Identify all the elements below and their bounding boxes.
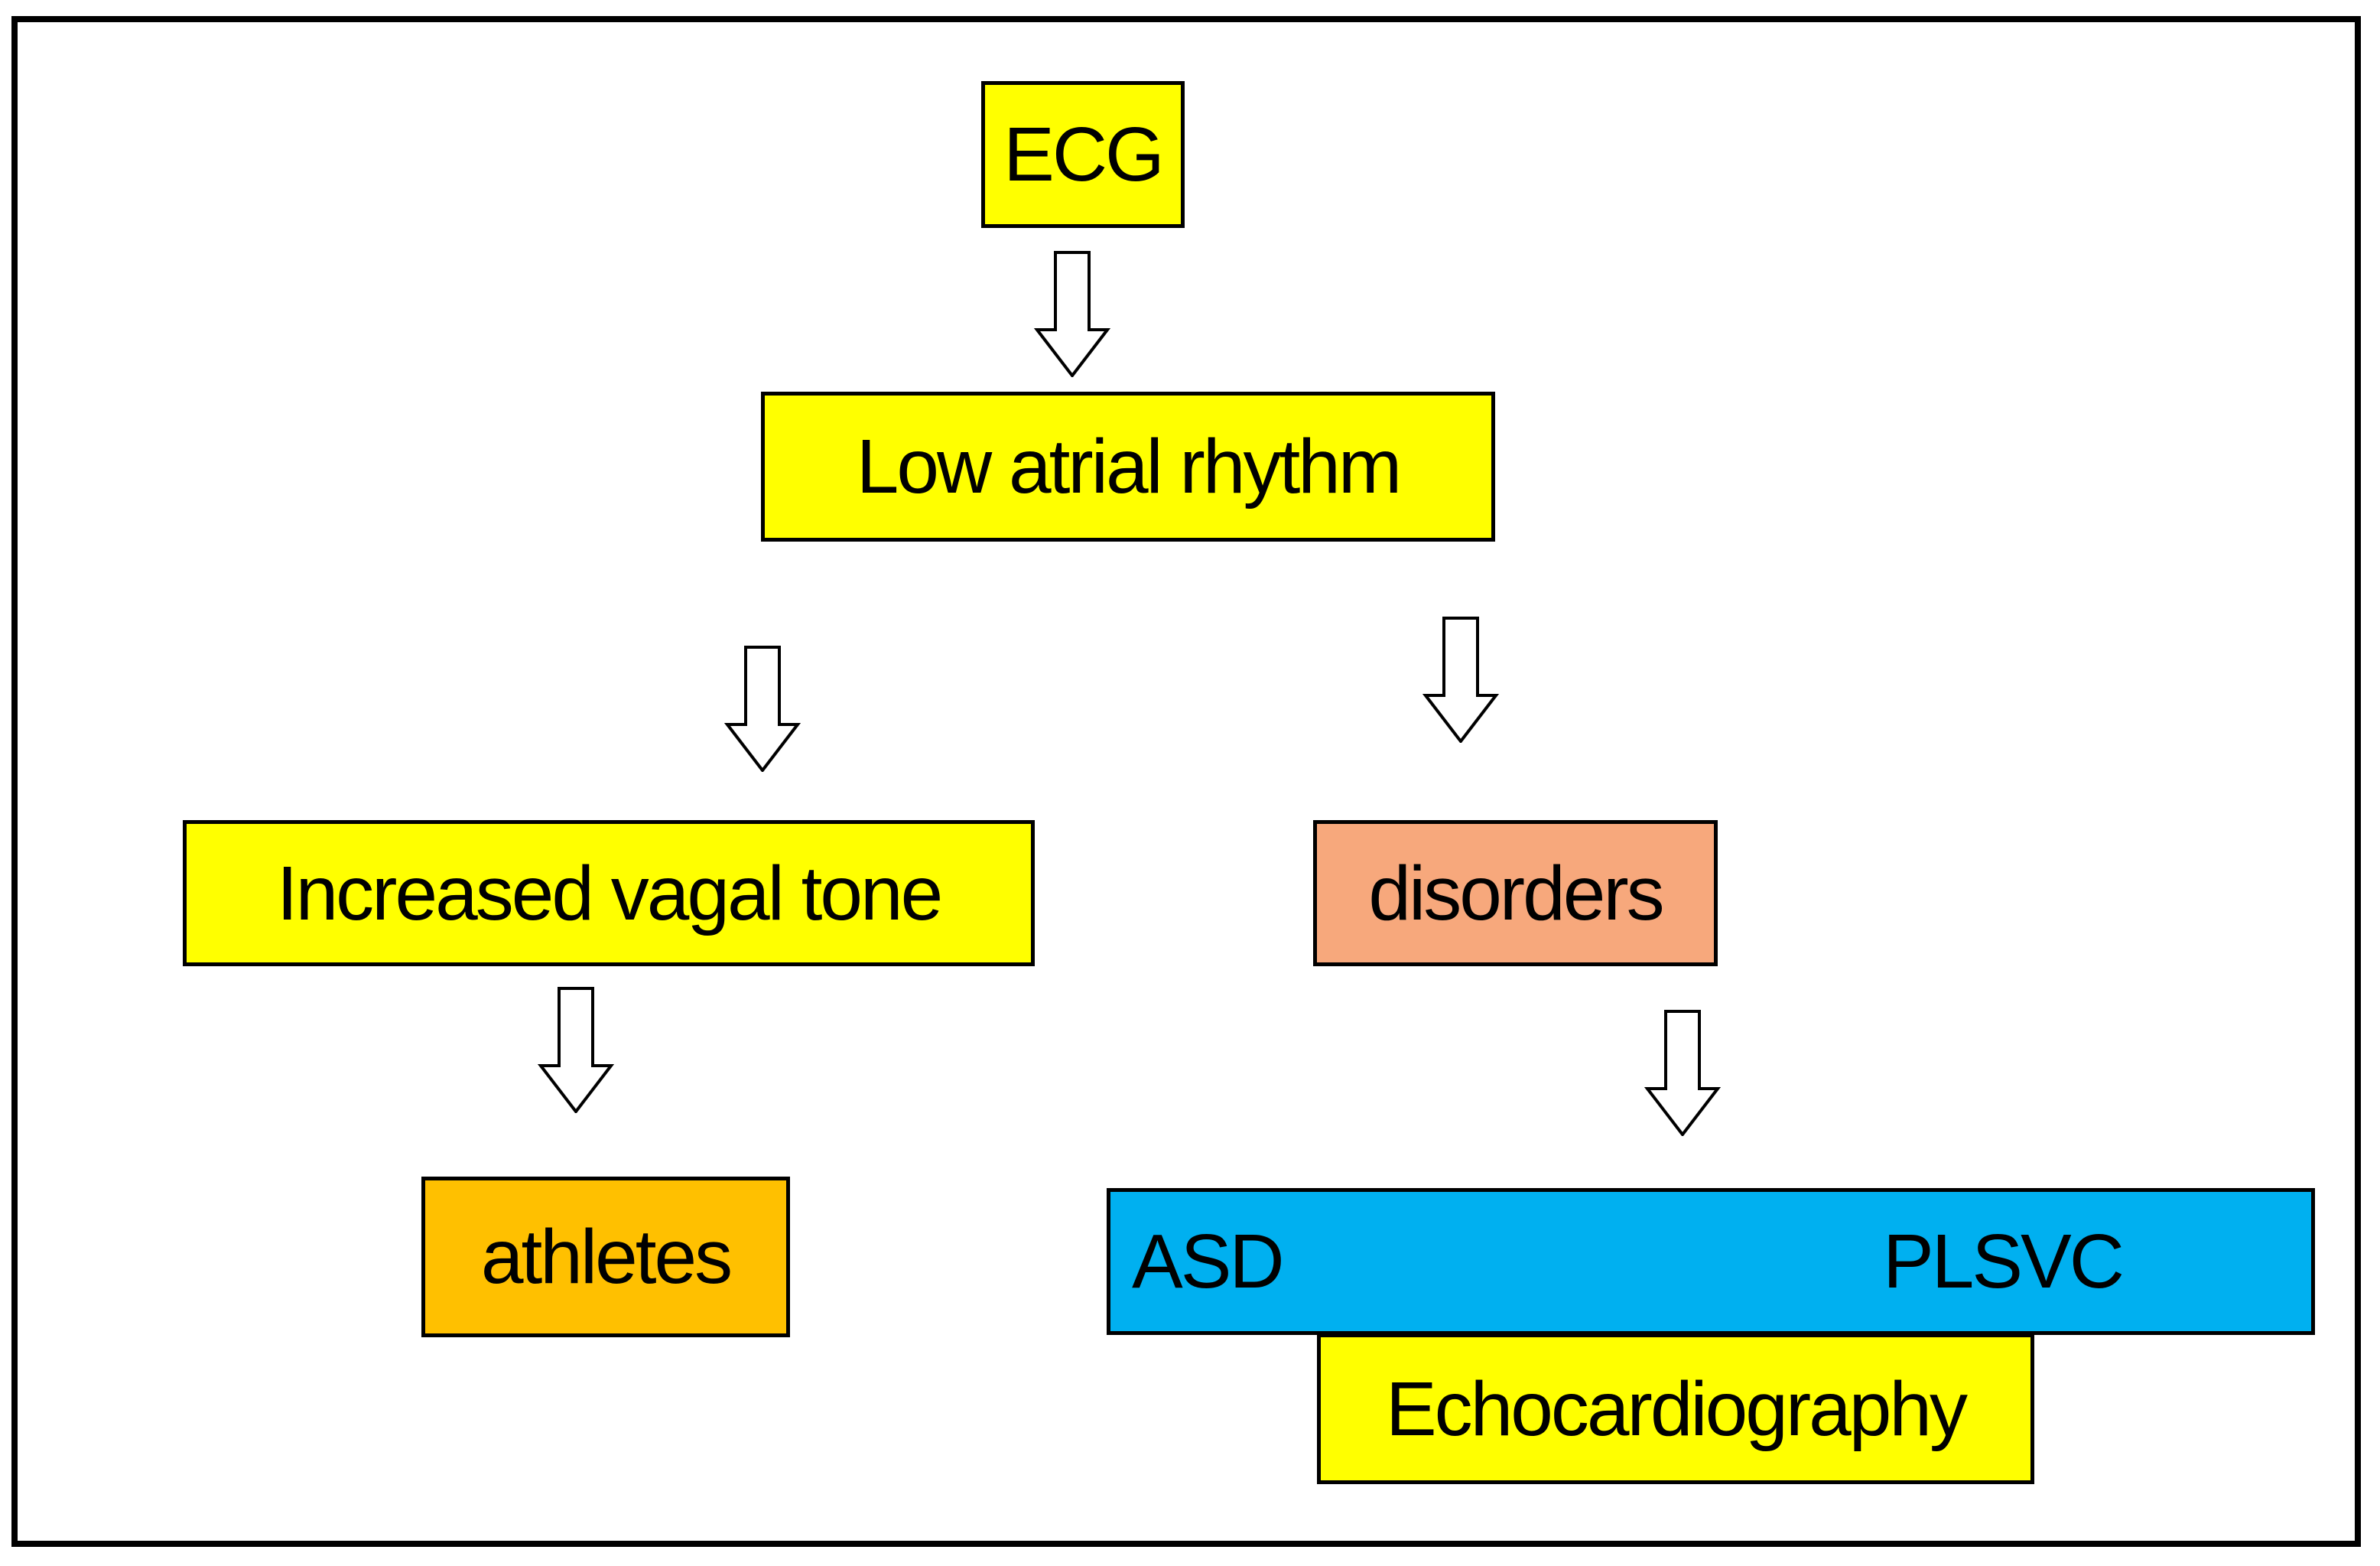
node-increased-vagal-tone: Increased vagal tone: [183, 820, 1035, 966]
node-ecg-label: ECG: [1003, 112, 1165, 197]
down-arrow-to-asd-plsvc: [1644, 1010, 1721, 1136]
node-athletes-label: athletes: [480, 1214, 733, 1300]
down-arrow-shape: [1644, 1010, 1721, 1136]
node-disorders-label: disorders: [1368, 850, 1664, 936]
node-low-atrial-rhythm-label: Low atrial rhythm: [856, 424, 1402, 510]
down-arrow-ecg-to-low-atrial-rhythm: [1034, 251, 1110, 377]
node-disorders: disorders: [1313, 820, 1718, 966]
outer-border-frame: [11, 16, 2361, 1547]
down-arrow-shape: [538, 987, 614, 1113]
node-echocardiography-label: Echocardiography: [1385, 1366, 1968, 1452]
node-plsvc-label: PLSVC: [1883, 1219, 2125, 1304]
down-arrow-to-athletes: [538, 987, 614, 1113]
down-arrow-to-disorders: [1422, 617, 1499, 743]
node-increased-vagal-tone-label: Increased vagal tone: [276, 850, 943, 936]
down-arrow-shape: [1422, 617, 1499, 743]
down-arrow-shape: [724, 646, 801, 772]
node-athletes: athletes: [421, 1177, 790, 1337]
node-ecg: ECG: [981, 81, 1185, 228]
node-low-atrial-rhythm: Low atrial rhythm: [761, 392, 1495, 542]
down-arrow-shape: [1034, 251, 1110, 377]
node-asd-label: ASD: [1132, 1219, 1285, 1304]
node-echocardiography: Echocardiography: [1317, 1333, 2034, 1484]
down-arrow-to-increased-vagal-tone: [724, 646, 801, 772]
node-asd-plsvc: ASD PLSVC: [1107, 1188, 2315, 1335]
